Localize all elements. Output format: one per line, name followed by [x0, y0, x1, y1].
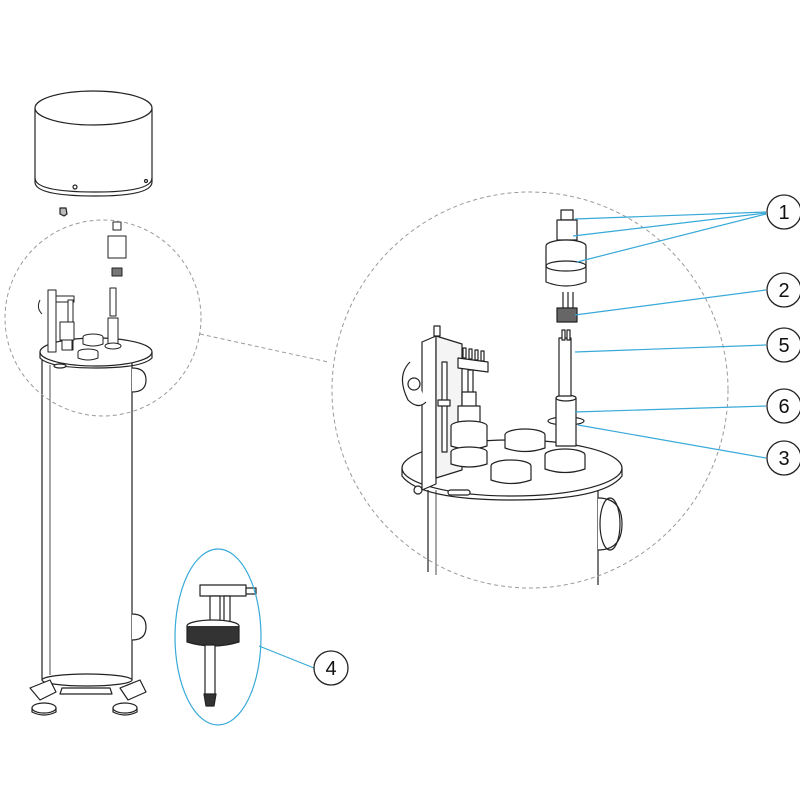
- inset-ellipse: [174, 548, 262, 726]
- exploded-sensor-small: [107, 221, 127, 277]
- detail-bracket: [401, 325, 489, 491]
- detail-vessel: [427, 490, 623, 585]
- zoom-circle-large: [331, 191, 729, 589]
- callout-2: 2: [766, 272, 800, 308]
- callout-4: 4: [313, 650, 349, 686]
- svg-text:5: 5: [778, 335, 789, 357]
- part-4-inset: [174, 548, 262, 726]
- zoom-circle-small: [4, 219, 202, 417]
- svg-text:3: 3: [778, 448, 789, 470]
- vessel-body: [41, 360, 147, 687]
- small-clip: [59, 207, 68, 217]
- svg-text:2: 2: [778, 280, 789, 302]
- legs: [29, 679, 147, 716]
- plate-components: [37, 287, 122, 361]
- detail-sensor-head: [545, 209, 587, 287]
- top-cover: [34, 90, 153, 197]
- leader-lines: [258, 211, 767, 669]
- detail-sleeve: [544, 394, 586, 474]
- callout-5: 5: [766, 327, 800, 363]
- callout-1: 1: [766, 194, 800, 230]
- callout-6: 6: [766, 388, 800, 424]
- svg-text:4: 4: [325, 658, 336, 680]
- detail-fitting: [450, 391, 488, 468]
- zoom-connector: [199, 333, 329, 363]
- full-assembly: [4, 90, 202, 716]
- svg-text:6: 6: [778, 396, 789, 418]
- svg-text:1: 1: [778, 202, 789, 224]
- detail-connector: [556, 292, 578, 323]
- detail-cups: [490, 428, 546, 485]
- zoom-detail: [331, 191, 729, 589]
- callout-3: 3: [766, 440, 800, 476]
- detail-probe: [558, 329, 572, 397]
